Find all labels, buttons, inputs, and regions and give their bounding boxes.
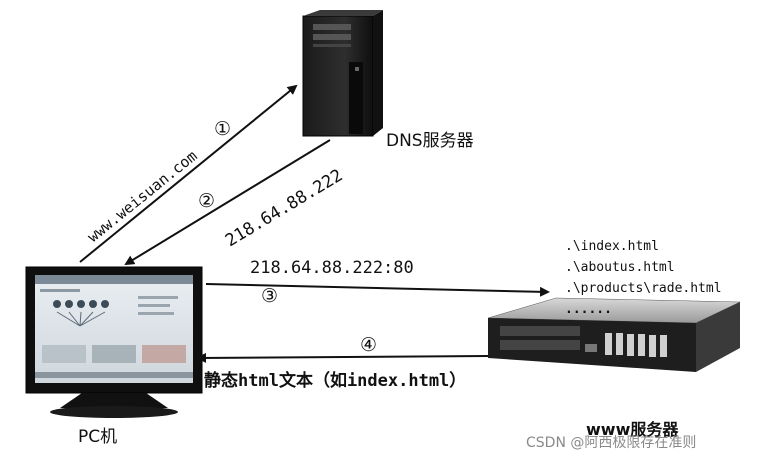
arrow-step-1 [79,84,298,263]
file-item: ...... [565,302,612,317]
web-server-icon [487,297,741,372]
arrow-step-4 [196,352,489,363]
arrow-step-3 [205,283,550,297]
step-1-number: ① [214,118,232,140]
pc-label: PC机 [78,427,118,447]
step-4-text: 静态html文本（如index.html） [204,371,467,391]
step-4-number: ④ [360,334,378,356]
pc-monitor-icon [25,266,203,418]
dns-server-icon [302,10,383,137]
web-server-file-list: .\index.html .\aboutus.html .\products\r… [565,236,722,320]
step-3-text: 218.64.88.222:80 [250,258,414,278]
file-item: .\index.html [565,239,659,254]
arrow-step-2 [124,139,331,266]
file-item: .\products\rade.html [565,281,722,296]
dns-server-label: DNS服务器 [386,131,474,151]
web-server-label: www服务器 [586,420,679,439]
watermark: CSDN @阿西极限存在准则 [526,435,697,451]
file-item: .\aboutus.html [565,260,675,275]
step-2-number: ② [198,190,216,212]
step-3-number: ③ [261,285,279,307]
